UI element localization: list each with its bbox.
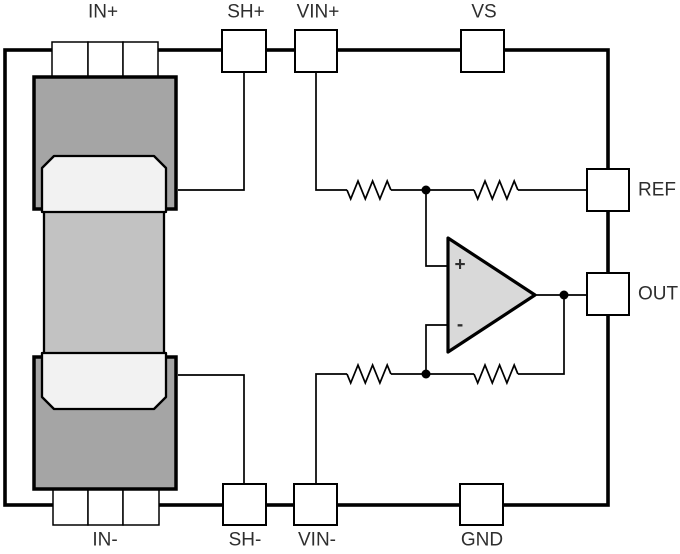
wire-to-inverting-input xyxy=(425,324,448,374)
wire-vinplus-to-input-resistor xyxy=(315,72,347,191)
shunt-contact-top xyxy=(40,154,168,214)
resistor-feedback-bottom xyxy=(473,362,519,386)
pin-box-out xyxy=(586,272,630,316)
pin-label-ref: REF xyxy=(638,179,676,201)
shunt-resistive-element xyxy=(42,203,166,359)
opamp-inverting-sign: - xyxy=(456,314,464,336)
resistor-input-bottom xyxy=(346,362,392,386)
opamp-noninverting-sign: + xyxy=(454,254,466,276)
wire-shminus-to-shunt xyxy=(178,374,245,484)
pin-box-in-minus-3 xyxy=(122,487,160,526)
pin-label-sh-minus: SH- xyxy=(228,529,262,551)
pin-box-ref xyxy=(586,168,630,212)
pin-box-sh-plus xyxy=(221,29,267,73)
junction-dot-output xyxy=(559,290,569,300)
pin-label-gnd: GND xyxy=(460,529,504,551)
junction-dot-bottom xyxy=(421,369,431,379)
pin-label-vin-plus: VIN+ xyxy=(296,1,340,23)
pin-box-vin-plus xyxy=(294,29,338,73)
shunt-contact-bottom xyxy=(40,351,168,411)
wire-feedback-to-output xyxy=(518,295,565,375)
pin-label-vs: VS xyxy=(471,1,497,23)
opamp-triangle xyxy=(446,236,537,354)
pin-box-vs xyxy=(460,29,505,73)
pin-box-gnd xyxy=(459,483,504,526)
pin-box-in-plus-1 xyxy=(51,41,89,78)
pin-label-sh-plus: SH+ xyxy=(227,1,265,23)
wire-vinminus-to-input-resistor xyxy=(315,373,347,484)
resistor-feedback-top xyxy=(473,178,519,202)
wire-to-noninverting-input xyxy=(425,190,448,267)
wire-shplus-to-shunt xyxy=(178,72,245,191)
pin-box-in-plus-2 xyxy=(87,41,124,78)
pin-box-in-minus-2 xyxy=(87,487,124,526)
pin-label-in-minus: IN- xyxy=(92,529,118,551)
resistor-input-top xyxy=(346,178,392,202)
pin-label-vin-minus: VIN- xyxy=(298,529,336,551)
pin-box-in-minus-1 xyxy=(52,487,89,526)
junction-dot-top xyxy=(421,185,431,195)
pin-box-in-plus-3 xyxy=(122,41,159,78)
pin-box-sh-minus xyxy=(222,483,267,526)
pin-label-out: OUT xyxy=(638,283,679,305)
pin-box-vin-minus xyxy=(293,483,338,526)
pin-label-in-plus: IN+ xyxy=(87,1,119,23)
